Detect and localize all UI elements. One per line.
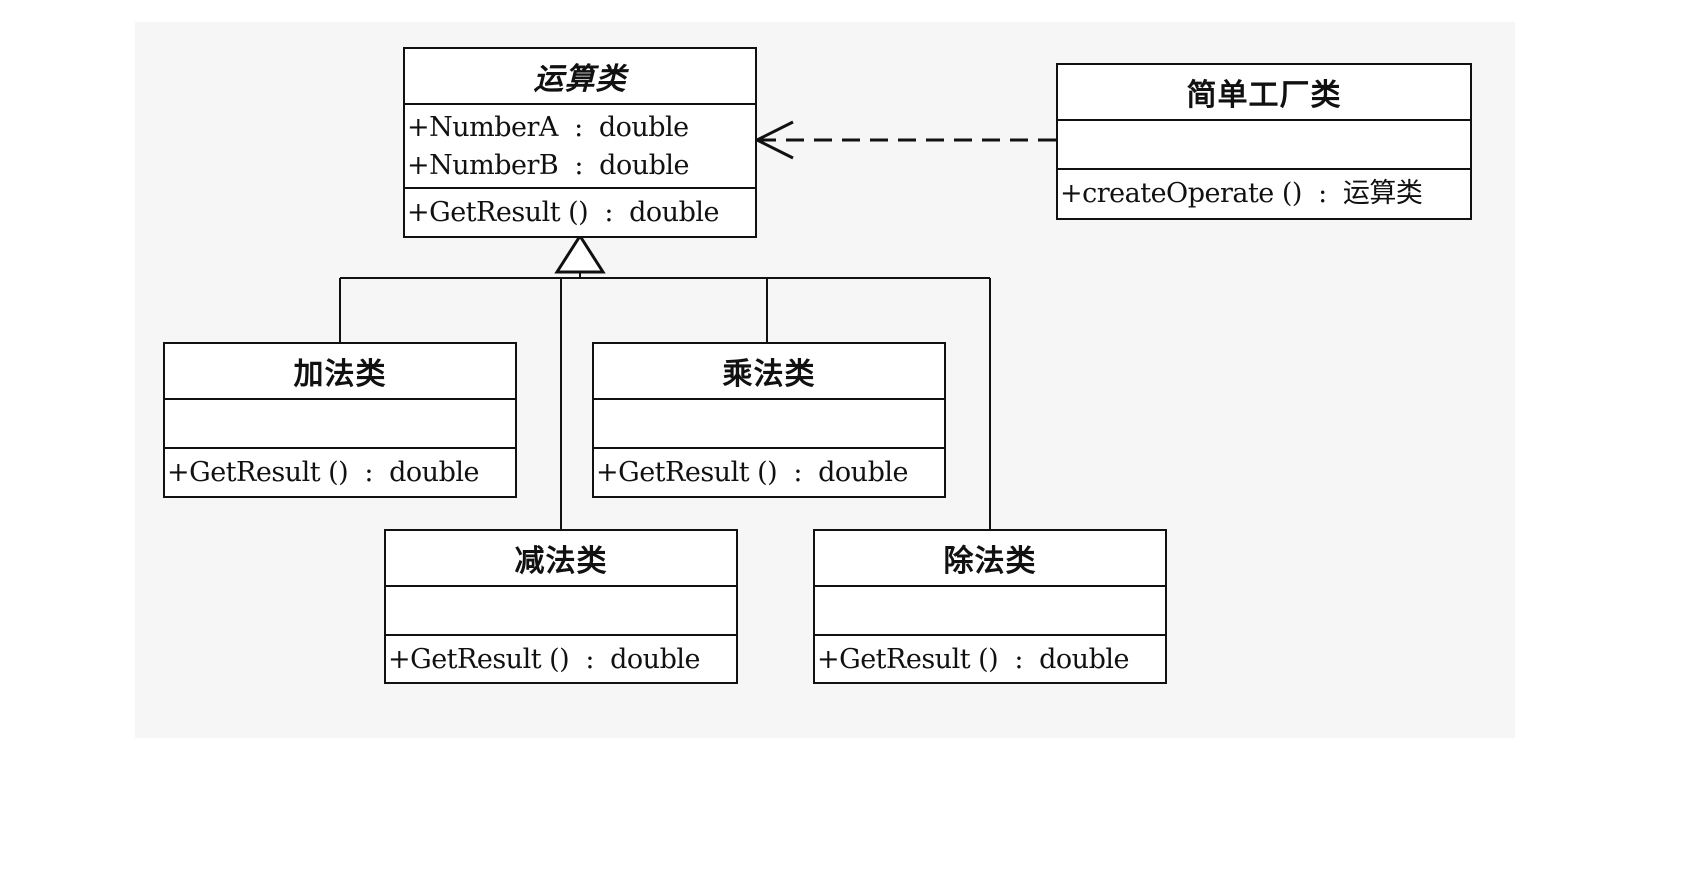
multiply-class-box[interactable]: 乘法类 +GetResult () : double [592,342,946,498]
operation-class-attributes: +NumberA : double +NumberB : double [405,105,755,189]
add-class-name: 加法类 [165,344,515,400]
factory-class-operations: +createOperate () : 运算类 [1058,170,1470,215]
factory-class-attributes [1058,121,1470,170]
divide-class-name: 除法类 [815,531,1165,587]
attribute-number-b: +NumberB : double [407,150,690,181]
factory-class-box[interactable]: 简单工厂类 +createOperate () : 运算类 [1056,63,1472,220]
subtract-class-operations: +GetResult () : double [386,636,736,681]
add-class-box[interactable]: 加法类 +GetResult () : double [163,342,517,498]
multiply-class-operations: +GetResult () : double [594,449,944,494]
operation-get-result: +GetResult () : double [407,197,719,228]
add-operation-get-result: +GetResult () : double [167,457,479,488]
divide-class-box[interactable]: 除法类 +GetResult () : double [813,529,1167,684]
operation-class-box[interactable]: 运算类 +NumberA : double +NumberB : double … [403,47,757,238]
divide-operation-get-result: +GetResult () : double [817,644,1129,675]
operation-class-name: 运算类 [405,49,755,105]
add-class-operations: +GetResult () : double [165,449,515,494]
multiply-operation-get-result: +GetResult () : double [596,457,908,488]
factory-class-name: 简单工厂类 [1058,65,1470,121]
divide-class-operations: +GetResult () : double [815,636,1165,681]
operation-class-operations: +GetResult () : double [405,189,755,234]
subtract-class-name: 减法类 [386,531,736,587]
subtract-class-box[interactable]: 减法类 +GetResult () : double [384,529,738,684]
subtract-operation-get-result: +GetResult () : double [388,644,700,675]
multiply-class-name: 乘法类 [594,344,944,400]
attribute-number-a: +NumberA : double [407,112,689,143]
multiply-class-attributes [594,400,944,449]
add-class-attributes [165,400,515,449]
divide-class-attributes [815,587,1165,636]
operation-create-operate: +createOperate () : 运算类 [1060,178,1423,209]
subtract-class-attributes [386,587,736,636]
